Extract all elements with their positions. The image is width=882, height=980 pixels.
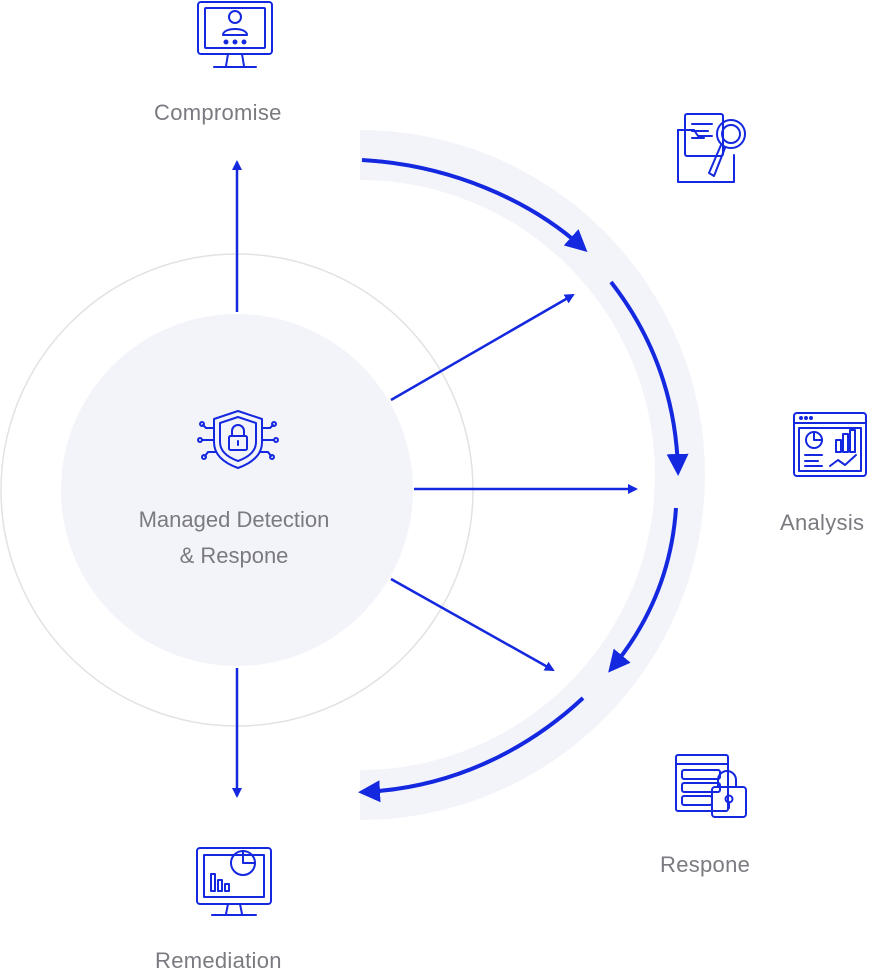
arrow-to-investigation <box>390 293 575 402</box>
arc-arrow-response-to-remediation <box>358 696 585 803</box>
stage-label-response: Respone <box>660 852 751 877</box>
center-title-line2: & Respone <box>179 543 289 568</box>
stage-label-analysis: Analysis <box>780 510 865 535</box>
center-title: Managed Detection & Respone <box>64 502 404 574</box>
stage-label-remediation: Remediation <box>155 948 282 973</box>
arc-arrow-compromise-to-investigation <box>361 158 588 253</box>
arc-arrow-analysis-to-response <box>608 507 678 673</box>
server-lock-icon <box>675 754 747 818</box>
cycle-arc-band <box>360 130 705 820</box>
stage-label-compromise: Compromise <box>154 100 282 125</box>
arc-arrow-investigation-to-analysis <box>609 280 689 476</box>
center-circle <box>61 314 413 666</box>
shield-lock-circuit-icon <box>197 410 279 469</box>
computer-user-icon <box>197 1 273 68</box>
center-title-line1: Managed Detection <box>138 507 330 532</box>
arrow-to-response <box>390 577 555 672</box>
monitor-chart-icon <box>196 847 272 916</box>
folder-search-icon <box>677 113 746 183</box>
analytics-dashboard-icon <box>793 412 867 477</box>
